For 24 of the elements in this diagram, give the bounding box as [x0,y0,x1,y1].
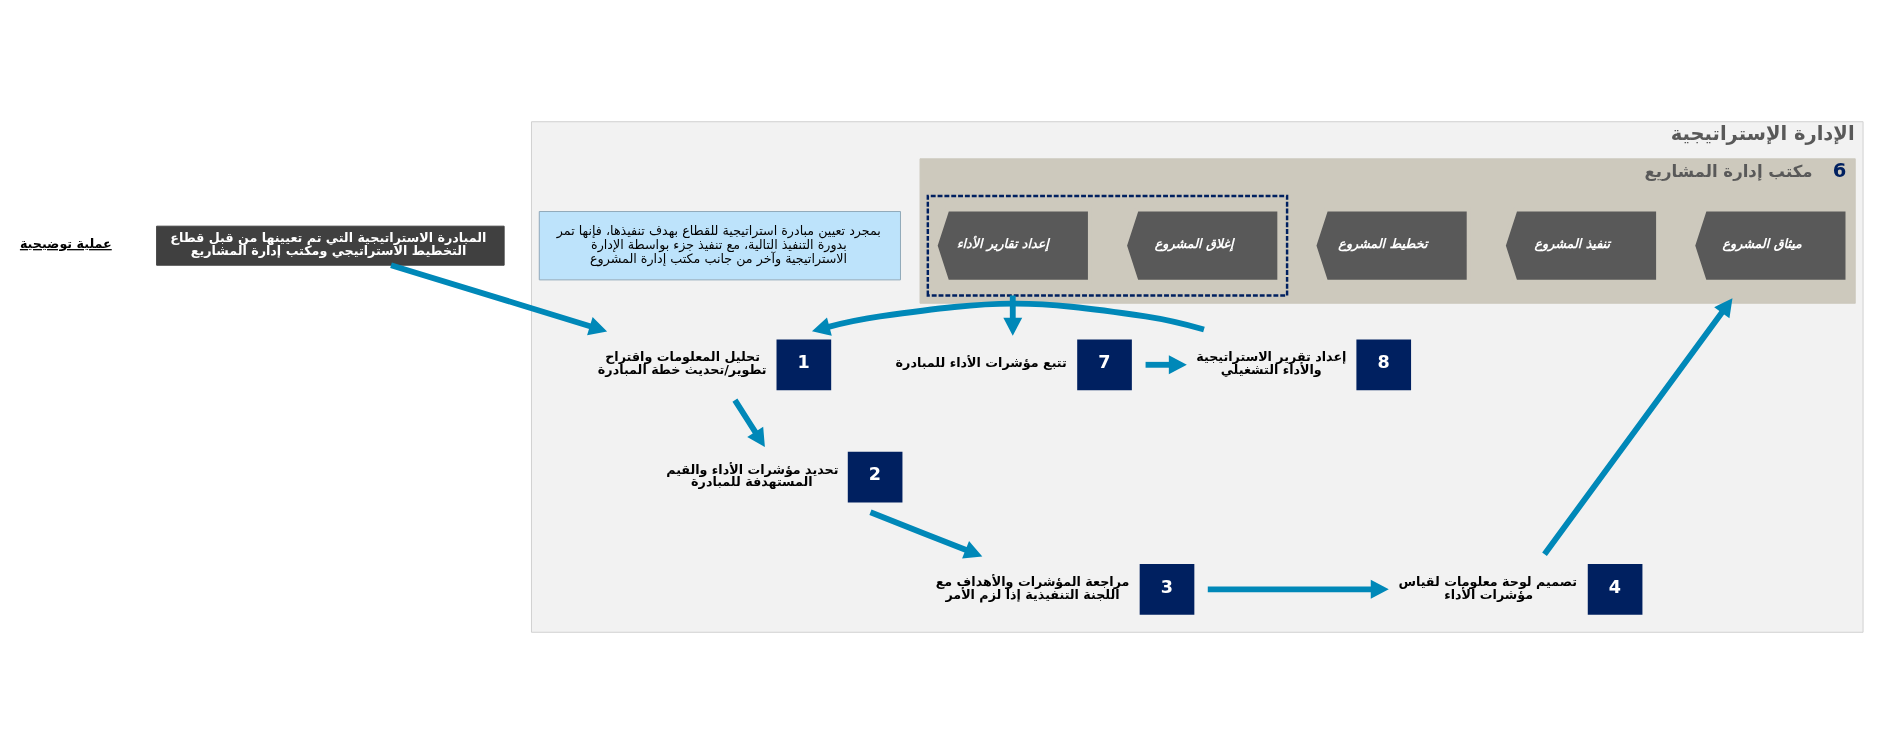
node-box: 8 [1356,339,1412,391]
arrow [390,262,608,336]
node-label: تحديد مؤشرات الأداء والقيم المستهدفة للمبادرة [666,461,839,490]
node-box: 7 [1077,339,1132,391]
node-box: 4 [1587,563,1643,615]
arrow [811,300,1205,336]
node-box: 2 [847,451,903,503]
arrow [869,509,983,559]
node-label: إعداد تقرير الاستراتيجية والأداء التشغيلي [1196,349,1347,377]
node-box: المبادرة الاستراتيجية التي تم تعيينها من قبل قطاع التخطيط الاستراتيجي ومكتب إدارة المشاريع [156,225,505,266]
node-box: 3 [1139,563,1195,615]
cluster [926,194,1289,297]
label: عملية توضيحية [19,236,112,252]
node-label: مراجعة المؤشرات والأهداف مع اللجنة التنفيذية إذا لزم الأمر [935,573,1130,602]
arrow [732,398,765,448]
arrow [1145,355,1187,375]
node-label: تتبع مؤشرات الأداء للمبادرة [895,355,1067,371]
node-label: تصميم لوحة معلومات لقياس مؤشرات الأداء [1398,573,1577,602]
arrow [1542,298,1733,556]
arrow [1207,579,1389,599]
node-box: بمجرد تعيين مبادرة استراتيجية للقطاع بهدف تنفيذها، فإنها تمر بدورة التنفيذ التالية، مع تنفيذ جزء بواسطة الإدارة الاستراتيجية وآخر من جانب مكتب إدارة المشروع [538,211,901,281]
node-box: 1 [776,339,832,391]
arrow [1003,295,1023,336]
node-label: تحليل المعلومات واقتراح تطوير/تحديث خطة المبادرة [597,349,767,377]
